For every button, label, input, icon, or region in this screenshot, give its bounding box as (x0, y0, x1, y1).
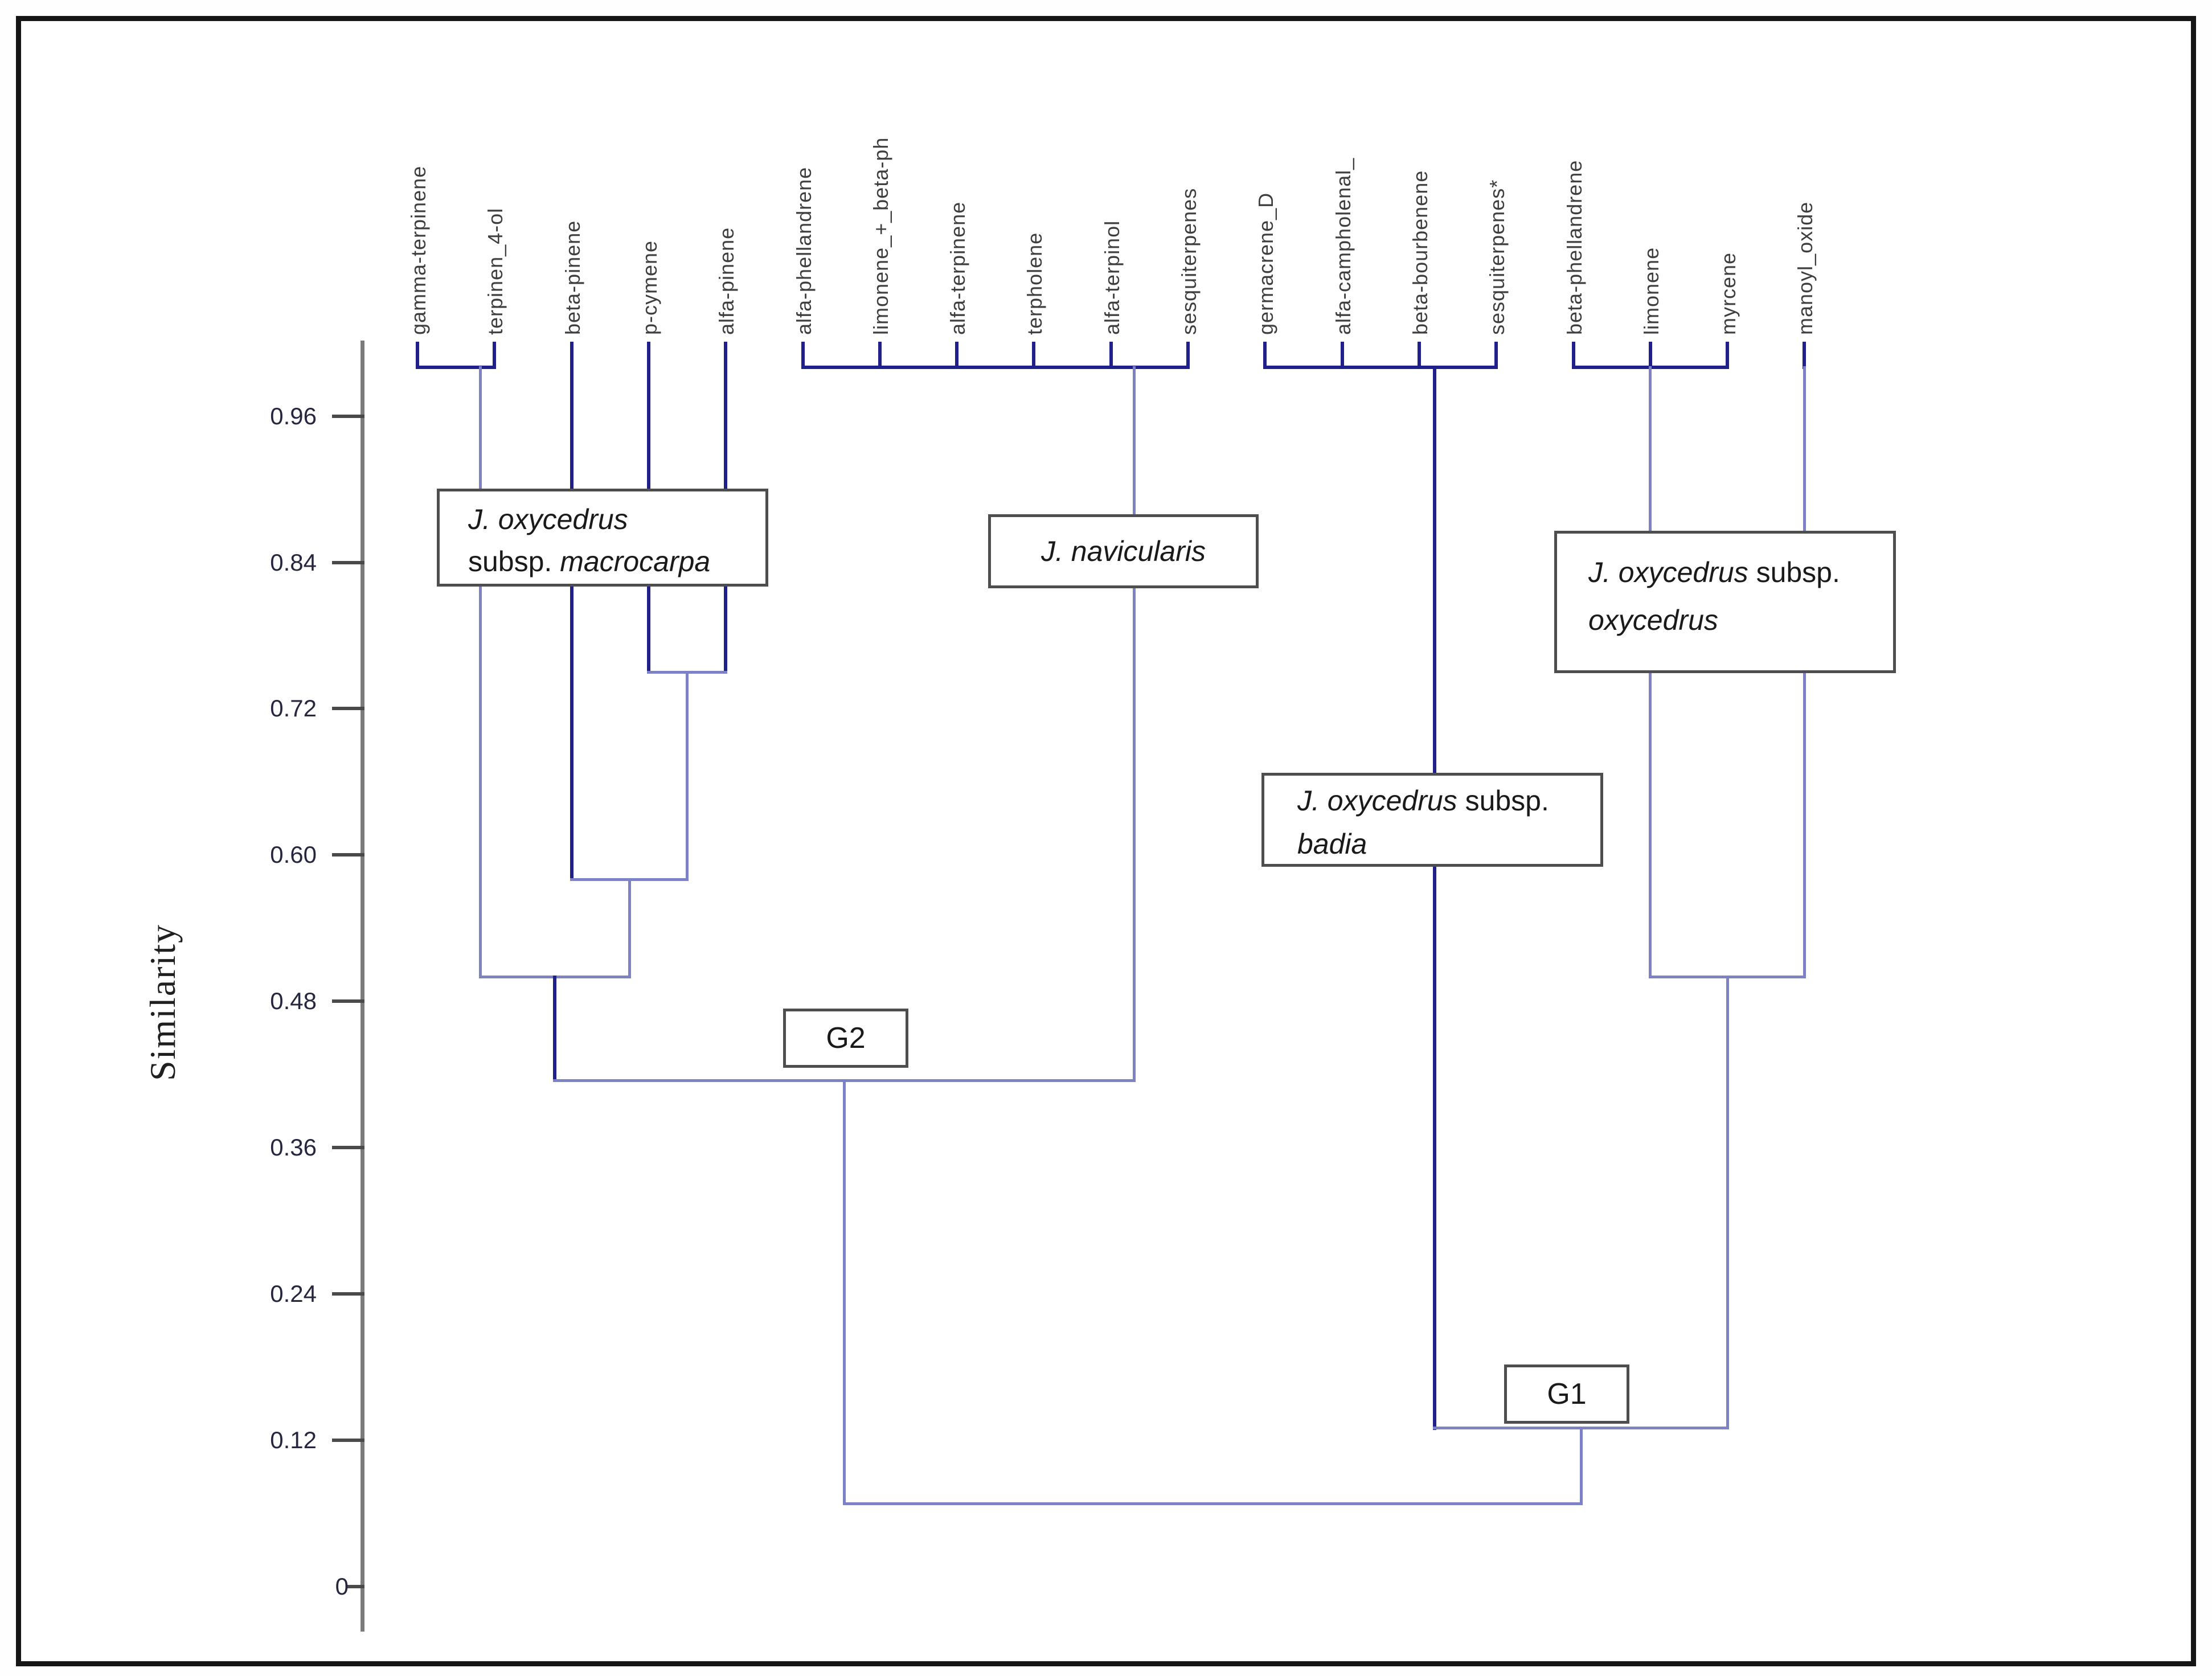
axis-tick-label: 0.60 (270, 841, 317, 868)
group-box-g2: G2 (783, 1009, 908, 1068)
tree-link-vertical (1132, 366, 1136, 1082)
taxon-name: J. oxycedrus (1588, 556, 1748, 588)
tree-link-horizontal (416, 366, 497, 369)
leaf-stub (646, 342, 650, 369)
taxon-name: J. navicularis (1041, 535, 1206, 567)
taxon-rank: subsp. (1457, 785, 1549, 817)
group-box-g1: G1 (1504, 1364, 1629, 1424)
leaf-stub (1494, 342, 1498, 369)
axis-tick-mark (332, 999, 364, 1003)
leaf-stub (1340, 342, 1344, 369)
axis-tick-mark (332, 707, 364, 711)
leaf-stub (878, 342, 882, 369)
tree-link-vertical (570, 366, 574, 882)
taxon-subspecies: oxycedrus (1588, 604, 1718, 636)
leaf-stub (1263, 342, 1267, 369)
taxon-name: J. oxycedrus (1297, 785, 1457, 817)
tree-link-vertical (1432, 366, 1436, 1430)
axis-tick-label: 0.12 (270, 1427, 317, 1454)
tree-link-horizontal (843, 1502, 1583, 1505)
taxon-rank: subsp. (1748, 556, 1840, 588)
leaf-stub (1417, 342, 1421, 369)
tree-link-vertical (686, 670, 689, 881)
axis-tick-label: 0.72 (270, 695, 317, 722)
axis-tick-mark (332, 560, 364, 564)
cluster-box-macrocarpa: J. oxycedrus subsp. macrocarpa (437, 489, 768, 587)
tree-link-vertical (552, 975, 556, 1083)
figure-frame (16, 16, 2196, 1666)
y-axis-line (361, 341, 364, 1632)
tree-link-vertical (628, 878, 631, 978)
cluster-box-oxycedrus: J. oxycedrus subsp. oxycedrus (1554, 531, 1896, 673)
taxon-rank: subsp. (468, 546, 560, 577)
axis-tick-mark (347, 1585, 364, 1588)
axis-tick-label: 0.84 (270, 548, 317, 576)
tree-link-vertical (843, 1079, 846, 1505)
leaf-stub (1186, 342, 1190, 369)
leaf-stub (416, 342, 419, 369)
cluster-box-badia: J. oxycedrus subsp. badia (1261, 773, 1603, 867)
leaf-stub (724, 342, 728, 369)
axis-tick-mark (332, 1292, 364, 1296)
axis-tick-label: 0.36 (270, 1134, 317, 1161)
leaf-stub (1648, 342, 1652, 369)
taxon-name: J. oxycedrus (468, 503, 628, 535)
leaf-stub (801, 342, 805, 369)
leaf-stub (1726, 342, 1730, 369)
leaf-stub (1571, 342, 1575, 369)
leaf-stub (570, 342, 574, 369)
axis-tick-label: 0.96 (270, 402, 317, 429)
leaf-stub (1803, 342, 1807, 369)
tree-link-vertical (1726, 976, 1729, 1430)
axis-tick-label: 0.48 (270, 987, 317, 1015)
axis-tick-label: 0 (335, 1573, 349, 1600)
axis-tick-mark (332, 1439, 364, 1443)
leaf-stub (1109, 342, 1113, 369)
cluster-box-navicularis: J. navicularis (988, 514, 1259, 588)
taxon-subspecies: macrocarpa (560, 546, 711, 577)
tree-link-vertical (1579, 1427, 1583, 1505)
leaf-stub (493, 342, 497, 369)
axis-tick-mark (332, 414, 364, 418)
tree-link-vertical (479, 366, 482, 978)
group-label: G1 (1547, 1378, 1587, 1411)
axis-tick-mark (332, 853, 364, 857)
group-label: G2 (826, 1022, 866, 1055)
axis-tick-mark (332, 1146, 364, 1150)
leaf-stub (955, 342, 959, 369)
tree-link-horizontal (1263, 366, 1498, 369)
leaf-stub (1032, 342, 1036, 369)
taxon-subspecies: badia (1297, 828, 1367, 860)
tree-link-horizontal (801, 366, 1190, 369)
axis-tick-label: 0.24 (270, 1280, 317, 1308)
